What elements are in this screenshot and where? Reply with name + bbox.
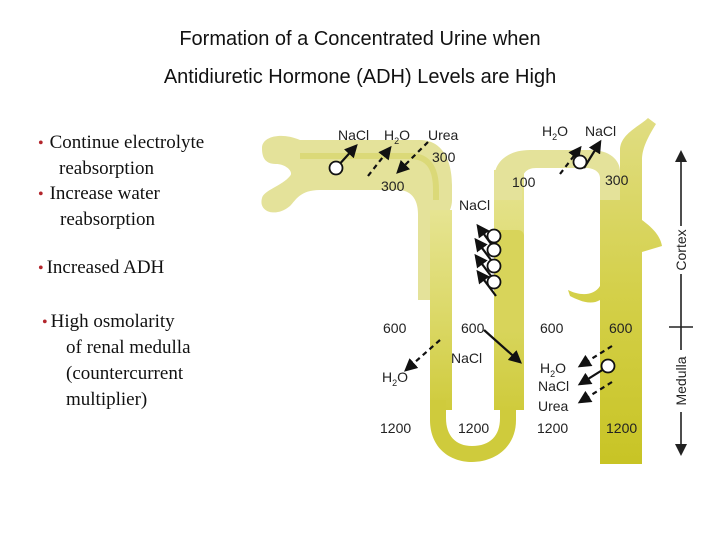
label-100: 100	[512, 174, 536, 190]
label-600-a: 600	[383, 320, 407, 336]
label-cortex: Cortex	[673, 229, 689, 270]
descending-limb	[430, 210, 452, 410]
down-arrow-icon	[675, 444, 687, 456]
label-600-d: 600	[609, 320, 633, 336]
label-1200-d: 1200	[606, 420, 637, 436]
label-300-a: 300	[432, 149, 456, 165]
transporter-circle	[488, 244, 501, 257]
transporter-circle	[488, 276, 501, 289]
transporter-circle	[330, 162, 343, 175]
transporter-circle	[574, 156, 587, 169]
label-300-b: 300	[381, 178, 405, 194]
transporter-circle	[488, 260, 501, 273]
transporter-circle	[602, 360, 615, 373]
label-urea-top: Urea	[428, 127, 459, 143]
label-nacl-top-left: NaCl	[338, 127, 369, 143]
up-arrow-icon	[675, 150, 687, 162]
label-1200-c: 1200	[537, 420, 568, 436]
label-nacl-loop: NaCl	[451, 350, 482, 366]
label-h2o-loop: H2O	[382, 369, 408, 388]
label-600-c: 600	[540, 320, 564, 336]
label-300-c: 300	[605, 172, 629, 188]
label-1200-a: 1200	[380, 420, 411, 436]
label-nacl-duct: NaCl	[538, 378, 569, 394]
label-nacl-top-right: NaCl	[585, 123, 616, 139]
label-h2o-top-right: H2O	[542, 123, 568, 142]
label-1200-b: 1200	[458, 420, 489, 436]
label-h2o-duct: H2O	[540, 360, 566, 379]
label-nacl-mid: NaCl	[459, 197, 490, 213]
label-urea-duct: Urea	[538, 398, 569, 414]
label-600-b: 600	[461, 320, 485, 336]
label-medulla: Medulla	[673, 356, 689, 405]
transporter-circle	[488, 230, 501, 243]
